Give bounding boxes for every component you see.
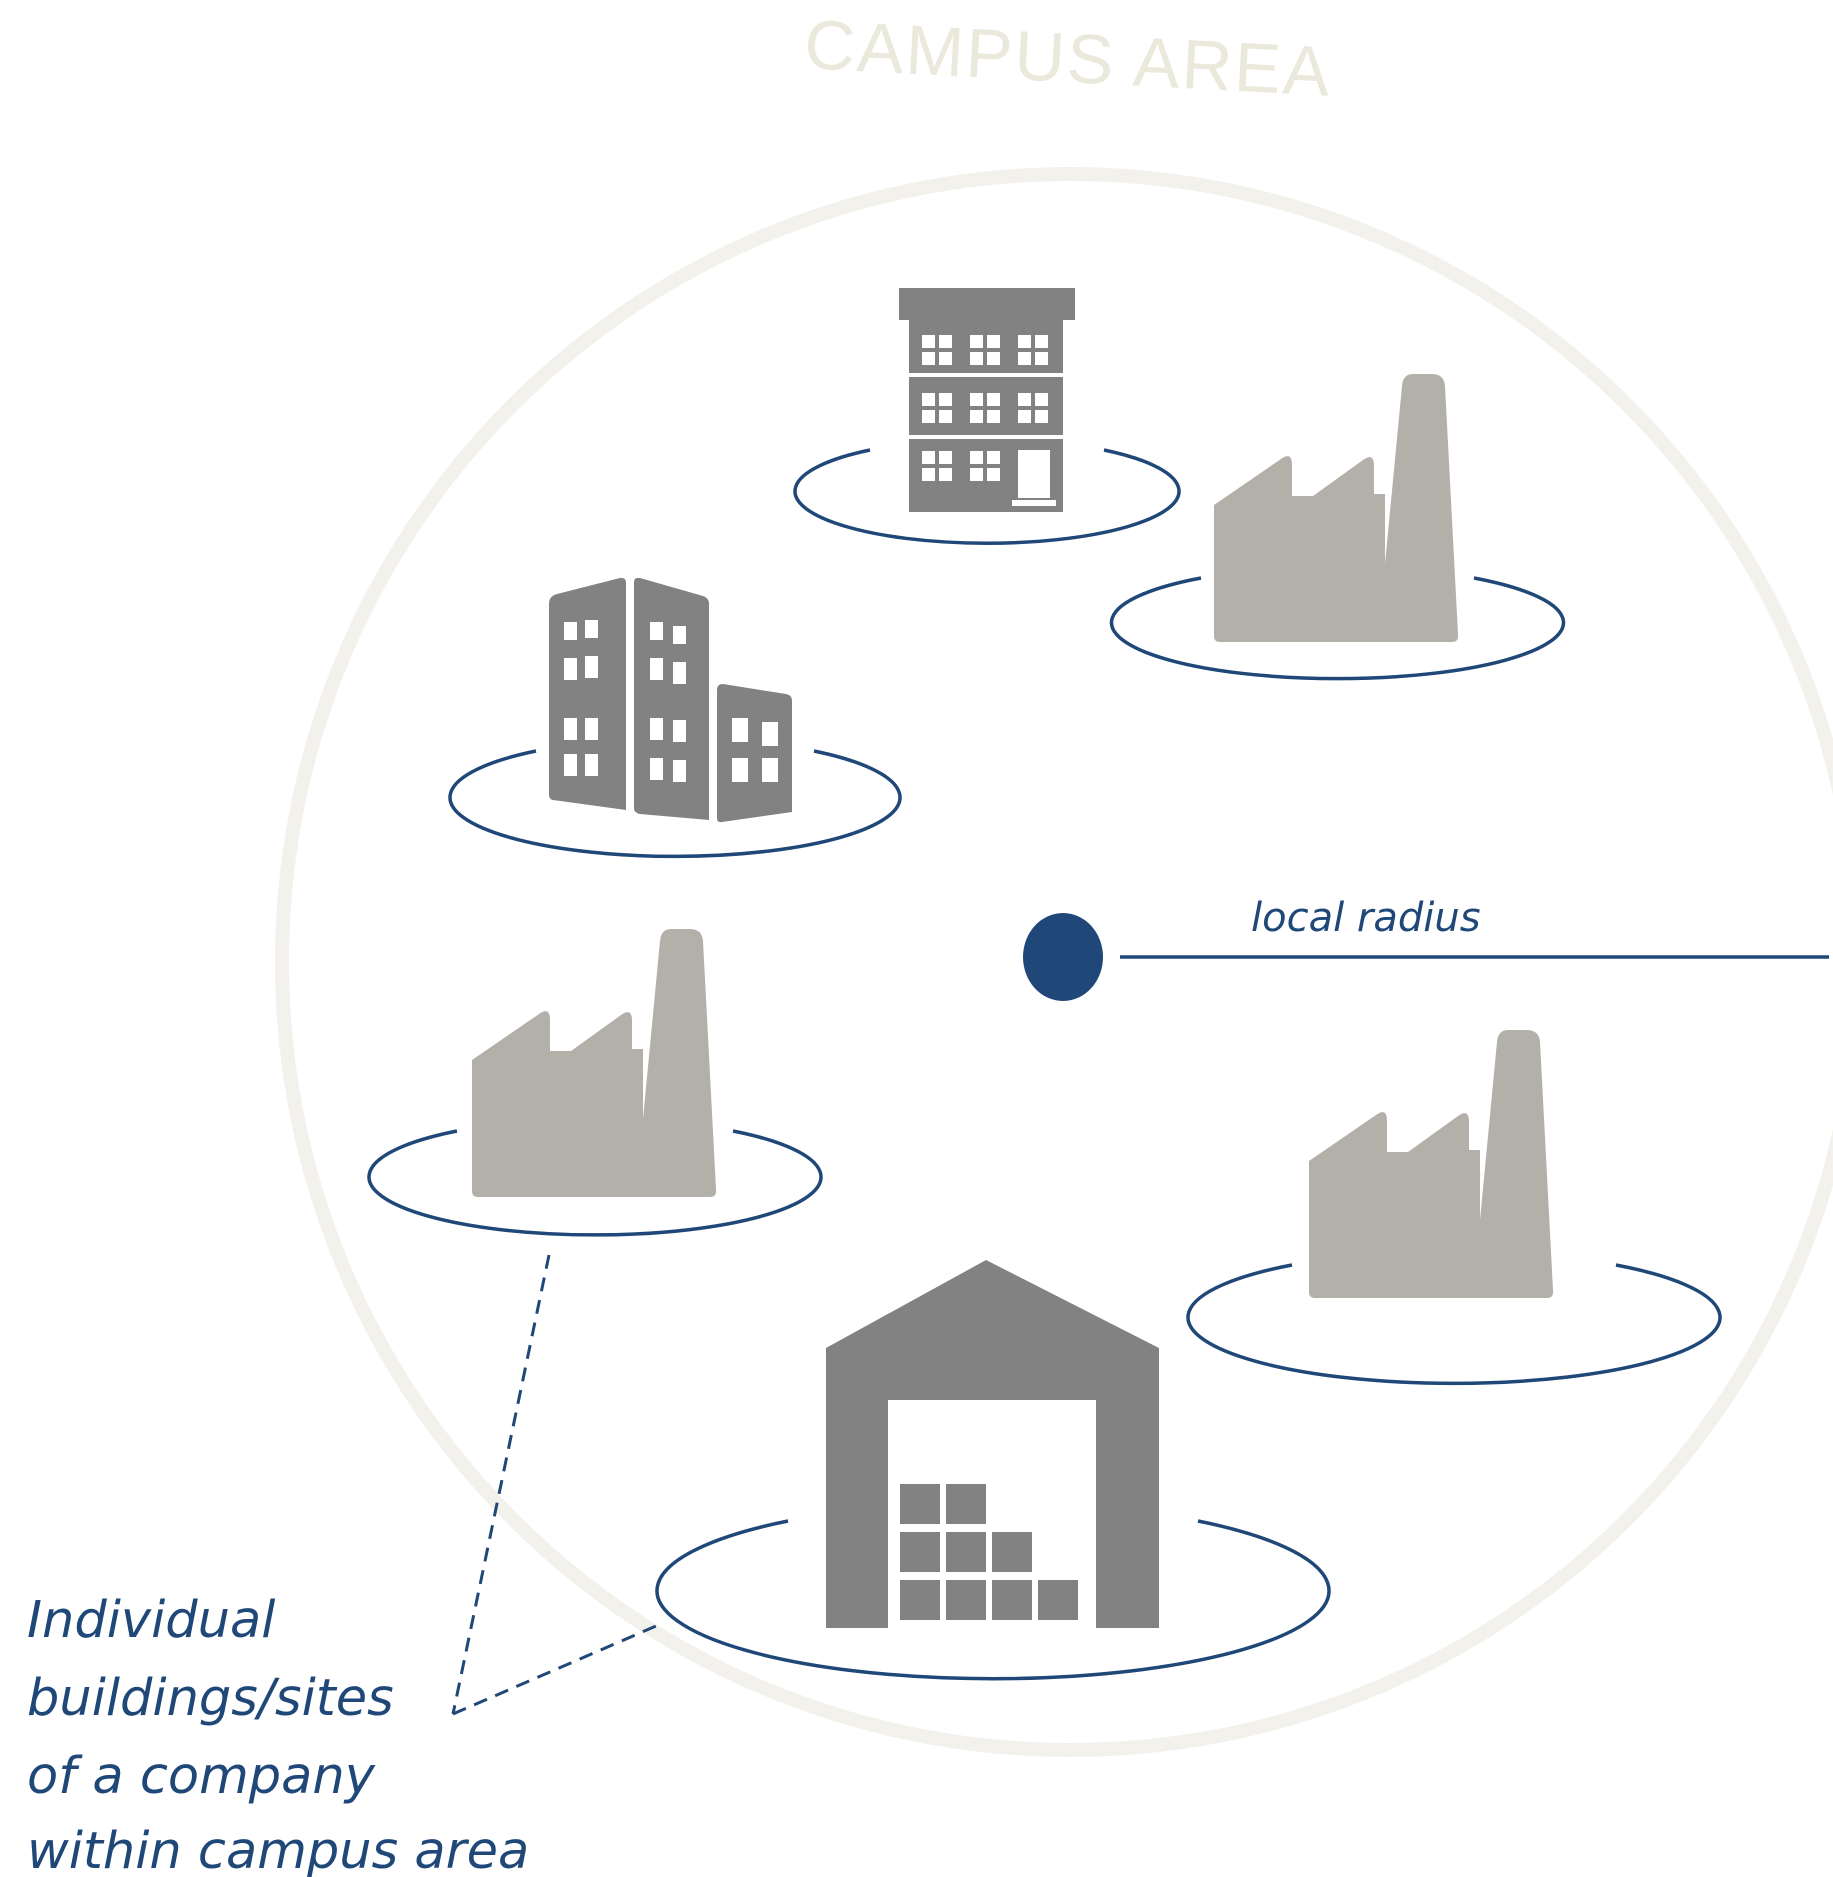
caption-line: Individual <box>27 1591 275 1650</box>
site-ring <box>793 448 1181 545</box>
site-ring <box>1186 1263 1722 1386</box>
factory-icon <box>1214 374 1459 642</box>
callout-leader <box>451 1254 657 1716</box>
campus-area-title: CAMPUS AREA <box>803 5 1334 111</box>
campus-area-circle <box>275 167 1833 1757</box>
office-buildings-icon <box>549 577 792 823</box>
site-apartment <box>793 288 1181 545</box>
caption-line: of a company <box>27 1747 376 1806</box>
apartment-building-icon <box>899 288 1075 512</box>
site-ring <box>655 1519 1331 1681</box>
site-factory-top-right <box>1109 374 1566 681</box>
site-ring <box>448 749 902 859</box>
caption-line: within campus area <box>27 1822 529 1877</box>
factory-icon <box>1309 1030 1554 1298</box>
factory-icon <box>472 929 717 1197</box>
warehouse-icon <box>826 1260 1159 1628</box>
center-point <box>1023 913 1103 1001</box>
site-warehouse <box>655 1260 1331 1681</box>
site-office-cluster <box>448 577 902 859</box>
site-factory-left <box>367 929 823 1237</box>
site-factory-right <box>1186 1030 1722 1386</box>
site-ring <box>367 1129 823 1237</box>
caption-line: buildings/sites <box>27 1669 394 1728</box>
campus-center: local radius <box>1023 895 1829 1001</box>
local-radius-label: local radius <box>1251 895 1481 941</box>
site-ring <box>1109 576 1566 681</box>
caption: Individual buildings/sites of a company … <box>27 1591 529 1877</box>
